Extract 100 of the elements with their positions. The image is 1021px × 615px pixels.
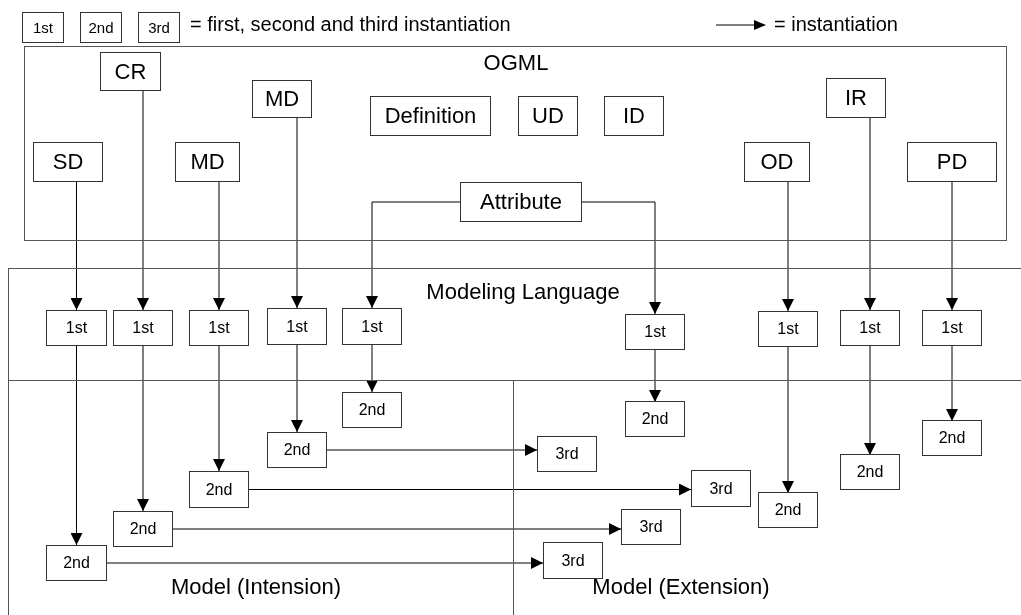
process-box [518, 96, 578, 136]
box-label: 2nd [283, 441, 311, 459]
box-label: 1st [859, 319, 881, 337]
box-label: 3rd [148, 19, 170, 36]
process-box [342, 392, 402, 428]
box-label: 2nd [63, 554, 90, 572]
box-label: IR [845, 85, 867, 111]
arrow [782, 181, 794, 312]
region-panel [8, 268, 1021, 381]
region-title: OGML [483, 50, 549, 76]
process-box [342, 308, 402, 345]
box-label: Attribute [480, 189, 562, 215]
process-box [621, 509, 681, 545]
box-label: Definition [384, 103, 477, 129]
process-box [189, 310, 249, 346]
process-box [46, 545, 107, 581]
box-label: 1st [941, 319, 963, 337]
process-box [758, 492, 818, 528]
box-label: 2nd [358, 401, 386, 419]
process-box [267, 432, 327, 468]
arrow [649, 349, 661, 403]
box-label: MD [264, 86, 300, 112]
process-box [543, 542, 603, 579]
box-label: 1st [65, 319, 88, 337]
arrow [137, 90, 149, 311]
box-label: 3rd [555, 445, 579, 463]
process-box [840, 310, 900, 346]
arrow [248, 483, 692, 496]
arrow [106, 557, 544, 569]
box-label: 2nd [938, 429, 966, 447]
box-label: 2nd [856, 463, 884, 481]
process-box [252, 80, 312, 118]
box-label: 3rd [561, 551, 585, 570]
region-title: Model (Intension) [171, 574, 341, 600]
arrow [213, 181, 225, 311]
arrow [291, 117, 303, 309]
box-label: 3rd [639, 518, 663, 536]
box-label: ID [623, 103, 645, 129]
box-label: 3rd [709, 479, 733, 498]
arrow [581, 201, 661, 315]
box-label: 2nd [774, 501, 802, 519]
process-box [113, 310, 173, 346]
box-label: 2nd [205, 480, 233, 499]
box-label: 1st [132, 319, 154, 337]
box-label: 1st [286, 317, 308, 336]
process-box [46, 310, 107, 346]
box-label: UD [532, 103, 564, 129]
process-box [604, 96, 664, 136]
process-box [22, 12, 64, 43]
process-box [370, 96, 491, 136]
box-label: 1st [361, 317, 383, 336]
process-box [691, 470, 751, 507]
process-box [189, 471, 249, 508]
box-label: 2nd [129, 520, 157, 538]
box-label: CR [114, 58, 147, 85]
arrow [366, 344, 378, 393]
arrow [137, 345, 149, 512]
arrow [946, 345, 958, 422]
box-label: MD [190, 149, 225, 175]
process-box [625, 314, 685, 350]
region-title: Modeling Language [426, 279, 620, 305]
process-box [922, 310, 982, 346]
box-label: 1st [777, 320, 799, 338]
box-label: PD [936, 149, 968, 175]
arrow [326, 444, 538, 456]
arrow [70, 345, 83, 546]
process-box [80, 12, 122, 43]
box-label: 1st [33, 19, 53, 36]
process-box [175, 142, 240, 182]
process-box [907, 142, 997, 182]
arrow [864, 117, 876, 311]
box-label: 2nd [641, 410, 669, 428]
process-box [840, 454, 900, 490]
process-box [267, 308, 327, 345]
process-box [33, 142, 103, 182]
process-box [744, 142, 810, 182]
box-label: OD [760, 149, 794, 175]
box-label: 1st [208, 319, 230, 337]
legend-text: = instantiation [774, 13, 898, 36]
arrow [864, 345, 876, 456]
box-label: 2nd [88, 19, 114, 36]
process-box [826, 78, 886, 118]
process-box [758, 311, 818, 347]
arrow [946, 181, 958, 311]
arrow [172, 523, 622, 535]
arrow [782, 346, 794, 494]
note-text: = first, second and third instantiation [190, 13, 511, 36]
process-box [625, 401, 685, 437]
region-title: Model (Extension) [592, 574, 770, 600]
arrow [291, 344, 303, 433]
arrow [213, 345, 225, 472]
process-box [460, 182, 582, 222]
process-box [113, 511, 173, 547]
arrow [366, 201, 461, 309]
region-panel [24, 46, 1007, 241]
process-box [100, 52, 161, 91]
process-box [138, 12, 180, 43]
process-box [922, 420, 982, 456]
box-label: 1st [644, 323, 666, 341]
arrow [70, 181, 83, 311]
